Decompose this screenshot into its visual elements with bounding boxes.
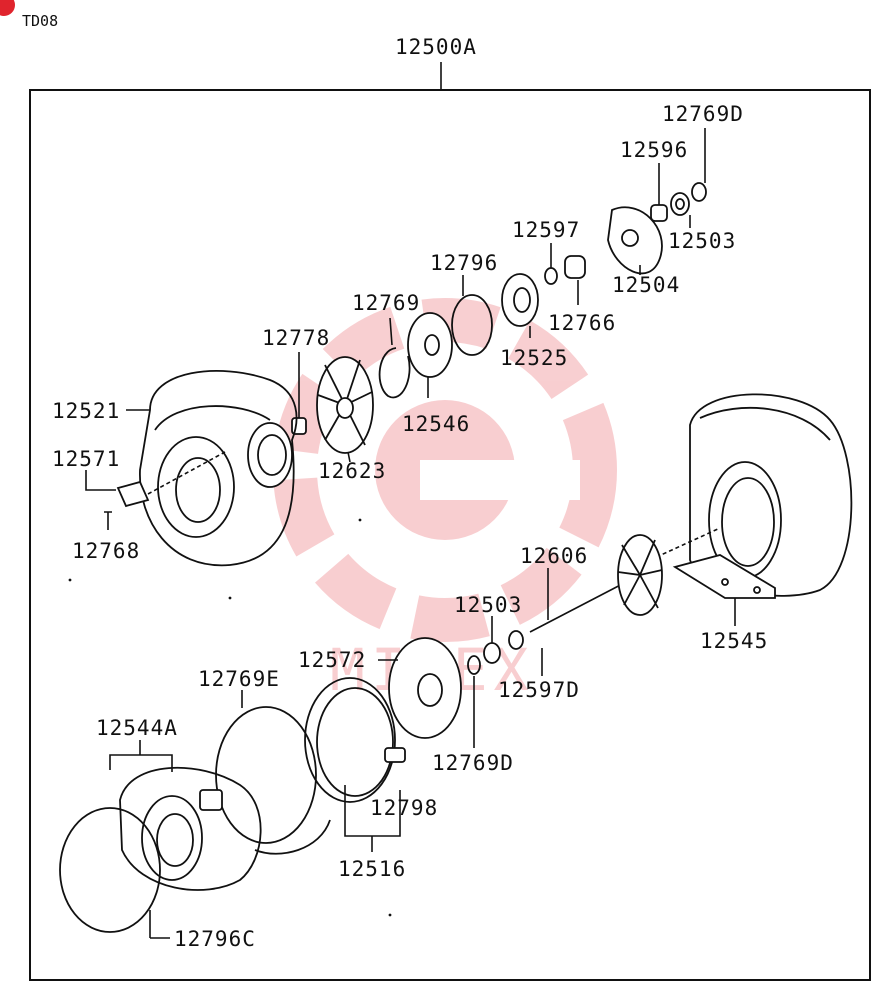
label-12596: 12596 [620, 138, 688, 162]
label-12504: 12504 [612, 273, 680, 297]
part-12623-turbine-wheel[interactable] [316, 356, 374, 454]
label-12516: 12516 [338, 857, 406, 881]
part-12504-plate[interactable] [607, 206, 663, 275]
label-12778: 12778 [262, 326, 330, 350]
label-12597D: 12597D [498, 678, 580, 702]
label-12769E: 12769E [198, 667, 280, 691]
part-12768-screw[interactable] [104, 511, 112, 530]
label-12521: 12521 [52, 399, 120, 423]
label-12769: 12769 [352, 291, 420, 315]
label-12572: 12572 [298, 648, 366, 672]
part-12571-gasket[interactable] [116, 480, 150, 508]
part-12769D-bottom-ring[interactable] [467, 655, 481, 675]
part-12769D-ring[interactable] [691, 182, 707, 202]
label-12606: 12606 [520, 544, 588, 568]
label-12623: 12623 [318, 459, 386, 483]
part-12796-oring[interactable] [451, 294, 493, 356]
label-12769D-top: 12769D [662, 102, 744, 126]
assembly-number: 12500A [395, 35, 477, 59]
label-12796C: 12796C [174, 927, 256, 951]
label-12544A: 12544A [96, 716, 178, 740]
label-12768: 12768 [72, 539, 140, 563]
part-12546-seal-plate[interactable] [407, 312, 453, 378]
label-12796: 12796 [430, 251, 498, 275]
part-12544A-center-housing[interactable] [119, 766, 331, 891]
part-12525-bearing[interactable] [501, 273, 539, 327]
diagram-frame [29, 89, 871, 981]
part-12572-insert[interactable] [388, 637, 462, 739]
brand-badge-icon [0, 0, 15, 16]
part-12597-washer[interactable] [544, 267, 558, 285]
part-12596-nut[interactable] [650, 204, 668, 222]
label-12766: 12766 [548, 311, 616, 335]
part-12503-mid-collar[interactable] [483, 642, 501, 664]
label-12546: 12546 [402, 412, 470, 436]
part-12769-snap-ring[interactable] [378, 347, 411, 399]
label-12571: 12571 [52, 447, 120, 471]
label-12597: 12597 [512, 218, 580, 242]
label-12525: 12525 [500, 346, 568, 370]
part-12503-collar[interactable] [670, 192, 690, 216]
part-12769E-ring[interactable] [215, 706, 317, 844]
part-12516-clamp[interactable] [304, 677, 406, 803]
label-12798: 12798 [370, 796, 438, 820]
part-12606-shaft-wheel[interactable] [529, 534, 663, 633]
part-12766-sleeve[interactable] [564, 255, 586, 279]
part-12597D-washer[interactable] [508, 630, 524, 650]
part-12521-compressor-housing[interactable] [139, 370, 298, 567]
part-12796C-disk[interactable] [59, 807, 161, 933]
label-12503-top: 12503 [668, 229, 736, 253]
label-12503-mid: 12503 [454, 593, 522, 617]
part-12545-turbine-housing[interactable] [672, 393, 853, 599]
label-12769D-bottom: 12769D [432, 751, 514, 775]
label-12545: 12545 [700, 629, 768, 653]
model-code: TD08 [22, 12, 58, 30]
